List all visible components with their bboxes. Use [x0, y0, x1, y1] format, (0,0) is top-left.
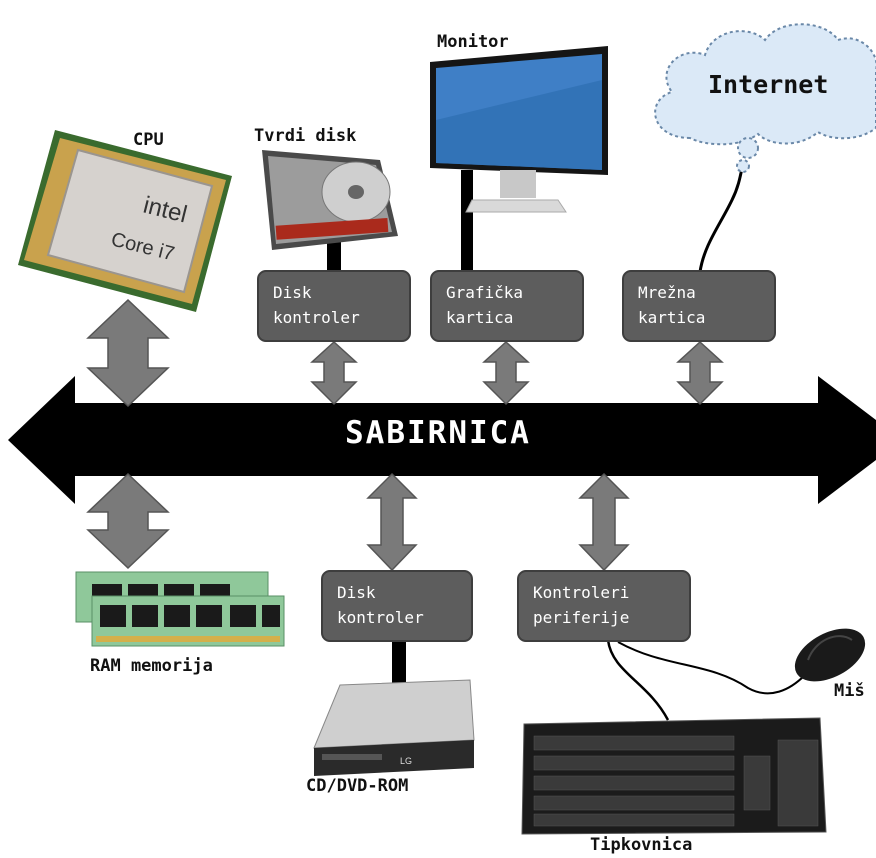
optical-drive-label: CD/DVD-ROM	[306, 776, 409, 796]
bus-label: SABIRNICA	[345, 415, 531, 451]
hard-disk-image	[262, 150, 398, 250]
keyboard-image	[521, 717, 827, 835]
internet-cloud	[654, 23, 876, 173]
mouse-label: Miš	[834, 681, 865, 701]
cpu-bus-arrow	[86, 298, 170, 408]
network-card-box: Mrežna kartica	[622, 270, 776, 342]
network-card-line1: Mrežna	[638, 283, 696, 302]
keyboard-label: Tipkovnica	[590, 835, 693, 855]
hdd-cable	[327, 240, 341, 272]
dvd-cable	[392, 640, 406, 685]
mouse-image	[794, 628, 866, 682]
network-card-line2: kartica	[638, 308, 706, 327]
peripherals-controller-line2: periferije	[533, 608, 630, 627]
disk-controller-bottom-arrow	[366, 472, 418, 572]
cpu-chip-image: intel Core i7	[18, 130, 232, 312]
monitor-image	[430, 46, 608, 213]
network-cable	[698, 167, 744, 273]
hard-disk-label: Tvrdi disk	[254, 126, 357, 146]
disk-controller-top-arrow	[310, 340, 358, 406]
monitor-cable	[461, 170, 473, 272]
disk-controller-bottom-line2: kontroler	[337, 608, 424, 627]
disk-controller-bottom-line1: Disk	[337, 583, 376, 602]
ram-bus-arrow	[86, 472, 170, 570]
system-bus-arrow	[8, 376, 876, 504]
peripherals-controller-box: Kontroleri periferije	[517, 570, 691, 642]
keyboard-cable	[606, 639, 670, 721]
dvd-brand-text: LG	[400, 756, 412, 766]
disk-controller-top-box: Disk kontroler	[257, 270, 411, 342]
ram-modules-image	[75, 571, 285, 647]
mouse-cable	[617, 641, 806, 695]
peripherals-arrow	[578, 472, 630, 572]
network-card-arrow	[676, 340, 724, 406]
cpu-label: CPU	[133, 130, 164, 150]
graphics-card-line2: kartica	[446, 308, 514, 327]
disk-controller-top-line1: Disk	[273, 283, 312, 302]
ram-label: RAM memorija	[90, 656, 213, 676]
monitor-label: Monitor	[437, 32, 509, 52]
graphics-card-line1: Grafička	[446, 283, 524, 302]
dvd-drive-image: LG	[313, 679, 475, 776]
disk-controller-top-line2: kontroler	[273, 308, 360, 327]
internet-label: Internet	[708, 70, 829, 99]
peripherals-controller-line1: Kontroleri	[533, 583, 630, 602]
graphics-card-arrow	[482, 340, 530, 406]
disk-controller-bottom-box: Disk kontroler	[321, 570, 473, 642]
graphics-card-box: Grafička kartica	[430, 270, 584, 342]
